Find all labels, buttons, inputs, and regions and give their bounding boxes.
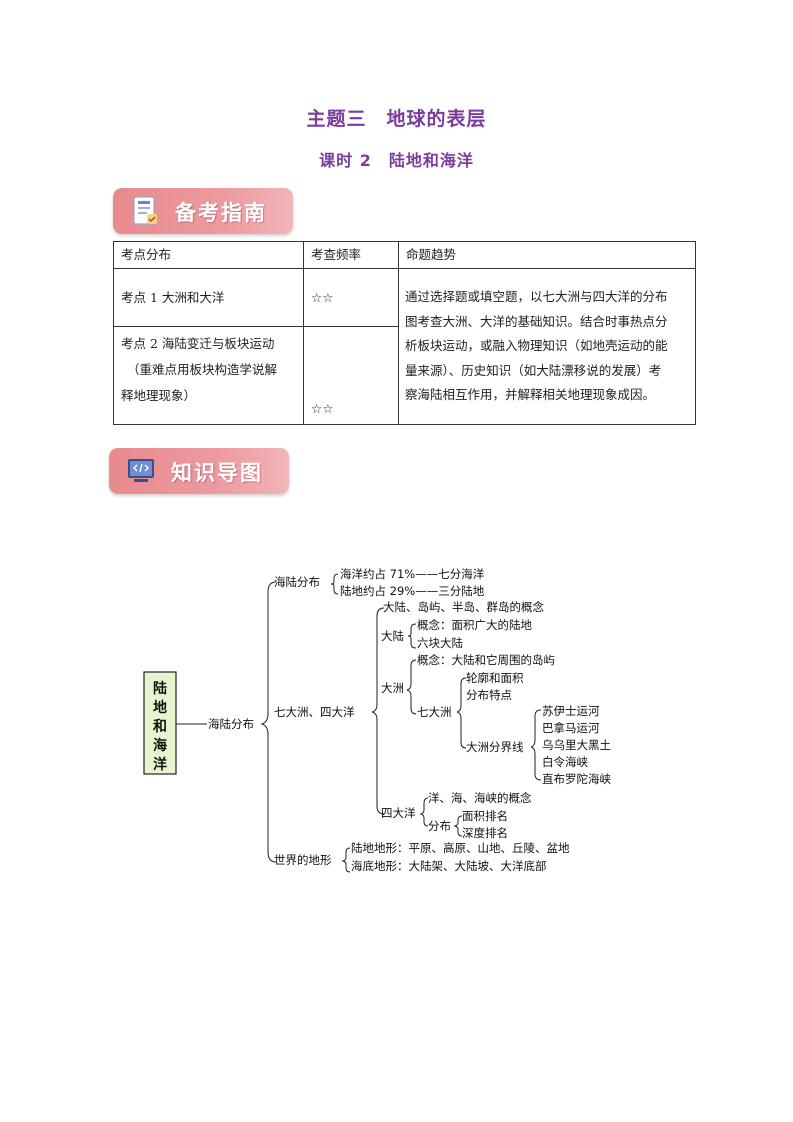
node-ocean-distribution: 分布 [428, 819, 451, 833]
node-seven: 七大洲 [417, 705, 452, 719]
page-subtitle: 课时 2 陆地和海洋 [319, 151, 474, 170]
node-boundary: 大洲分界线 [466, 740, 524, 754]
root-char: 地 [153, 699, 167, 716]
section-banner-guide: 备考指南 [113, 188, 293, 234]
brace [406, 659, 417, 715]
trend-line: 量来源）、历史知识（如大陆漂移说的发展）考 [405, 362, 662, 378]
mind-map: 陆 地 和 海 洋 海陆分布 海陆分布 海洋约占 71%——七分海洋 陆地约占 … [143, 567, 611, 873]
cell-line: 考点 2 海陆变迁与板块运动 [121, 336, 275, 351]
brace [330, 573, 339, 595]
node-continent: 大洲 [381, 681, 404, 695]
root-box [143, 671, 177, 775]
boundary-item: 乌乌里大黑土 [542, 738, 611, 752]
node-item: 六块大陆 [417, 636, 463, 650]
table-cell: 考点 2 海陆变迁与板块运动 （重难点用板块构造学说解 释地理现象） [113, 326, 304, 425]
node-item: 概念：面积广大的陆地 [417, 618, 532, 632]
node-item: 陆地约占 29%——三分陆地 [340, 584, 485, 598]
trend-line: 察海陆相互作用，并解释相关地理现象成因。 [405, 387, 656, 403]
root-char: 陆 [153, 681, 167, 697]
brace [371, 607, 385, 815]
table-header: 考点分布 [113, 241, 304, 269]
boundary-item: 白令海峡 [542, 755, 588, 769]
boundary-item: 直布罗陀海峡 [542, 772, 611, 786]
node-item: 轮廓和面积 [466, 671, 524, 685]
section-label-guide: 备考指南 [175, 201, 267, 225]
code-monitor-icon [128, 459, 154, 482]
guide-table: 考点分布 考查频率 命题趋势 考点 1 大洲和大洋 ☆☆ 通过选择题或填空题，以… [113, 241, 696, 425]
node-main: 海陆分布 [208, 717, 254, 731]
trend-line: 通过选择题或填空题，以七大洲与四大洋的分布 [405, 289, 668, 305]
brace [453, 815, 463, 837]
boundary-item: 苏伊士运河 [542, 704, 600, 718]
table-cell-trend: 通过选择题或填空题，以七大洲与四大洋的分布 图考查大洲、大洋的基础知识。结合时事… [398, 268, 696, 425]
table-header: 命题趋势 [398, 241, 696, 269]
brace [260, 581, 277, 863]
boundary-item: 巴拿马运河 [542, 721, 600, 735]
root-char: 洋 [153, 756, 167, 773]
node-item: 陆地地形：平原、高原、山地、丘陵、盆地 [351, 841, 570, 855]
section-banner-map: 知识导图 [109, 448, 289, 494]
node-oceans: 四大洋 [381, 806, 416, 820]
node-concept: 大陆、岛屿、半岛、群岛的概念 [383, 600, 544, 614]
node-item: 面积排名 [462, 809, 508, 823]
brace [419, 797, 429, 827]
root-char: 和 [153, 719, 167, 735]
brace [456, 677, 467, 749]
node-landforms: 世界的地形 [274, 853, 332, 867]
cell-line: （重难点用板块构造学说解 [127, 362, 278, 377]
node-continents-oceans: 七大洲、四大洋 [274, 705, 355, 719]
node-item: 分布特点 [466, 688, 512, 702]
document-icon [133, 196, 157, 225]
root-char: 海 [153, 737, 167, 754]
trend-line: 图考查大洲、大洋的基础知识。结合时事热点分 [405, 313, 668, 329]
node-concept: 洋、海、海峡的概念 [428, 791, 532, 805]
node-item: 深度排名 [462, 826, 508, 840]
node-item: 海洋约占 71%——七分海洋 [340, 567, 485, 581]
table-cell: ☆☆ [303, 268, 399, 327]
brace [530, 709, 542, 781]
trend-line: 析板块运动，或融入物理知识（如地壳运动的能 [405, 338, 668, 354]
node-item: 海底地形：大陆架、大陆坡、大洋底部 [351, 859, 547, 873]
cell-line: 释地理现象） [121, 388, 197, 403]
node-concept: 概念：大陆和它周围的岛屿 [417, 653, 555, 667]
node-mainland: 大陆 [381, 629, 404, 643]
brace [341, 847, 351, 873]
table-header: 考查频率 [303, 241, 399, 269]
brace [407, 623, 417, 649]
node-distribution: 海陆分布 [274, 575, 320, 589]
table-cell: 考点 1 大洲和大洋 [113, 268, 304, 327]
section-label-map: 知识导图 [171, 461, 263, 485]
table-cell: ☆☆ [303, 326, 399, 425]
page-title: 主题三 地球的表层 [306, 108, 487, 130]
